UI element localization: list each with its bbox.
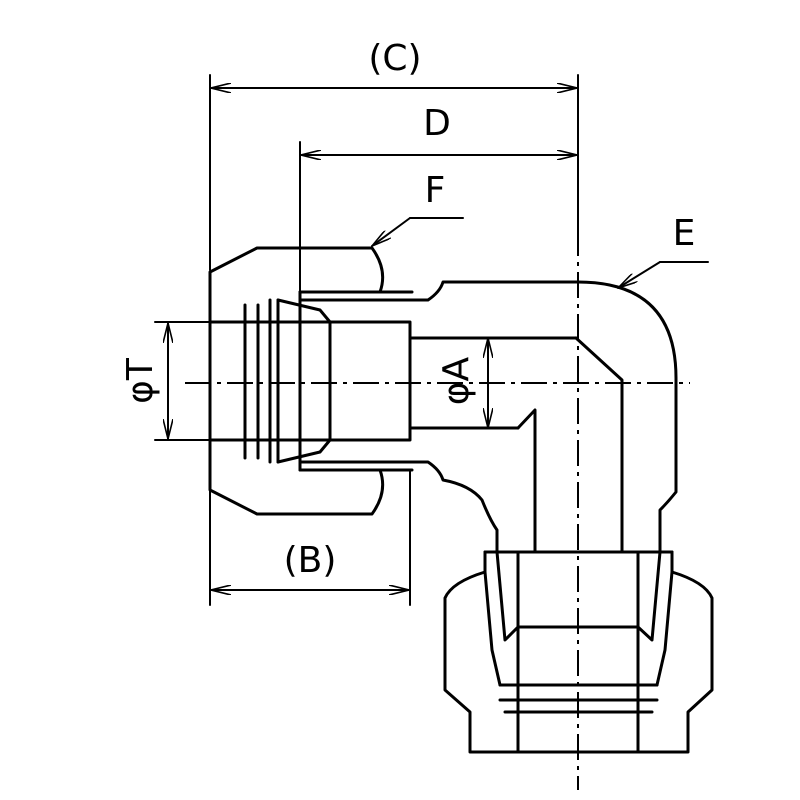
label-t: φT [120, 357, 161, 404]
label-c: (C) [368, 38, 421, 79]
leader-e [617, 261, 709, 289]
left-insert-details [243, 290, 414, 472]
bottom-nut-outline [443, 550, 714, 754]
label-e: E [673, 213, 696, 254]
label-b: (B) [284, 540, 337, 581]
label-f: F [425, 170, 446, 211]
label-d: D [423, 103, 451, 144]
elbow-bore [408, 336, 624, 554]
elbow-body-outline [410, 280, 678, 554]
left-nut-outline [208, 246, 385, 516]
bottom-insert-details [483, 550, 674, 754]
extension-lines [154, 74, 579, 606]
leader-f [371, 217, 464, 247]
left-bore [253, 320, 412, 442]
label-a: φA [436, 356, 477, 405]
